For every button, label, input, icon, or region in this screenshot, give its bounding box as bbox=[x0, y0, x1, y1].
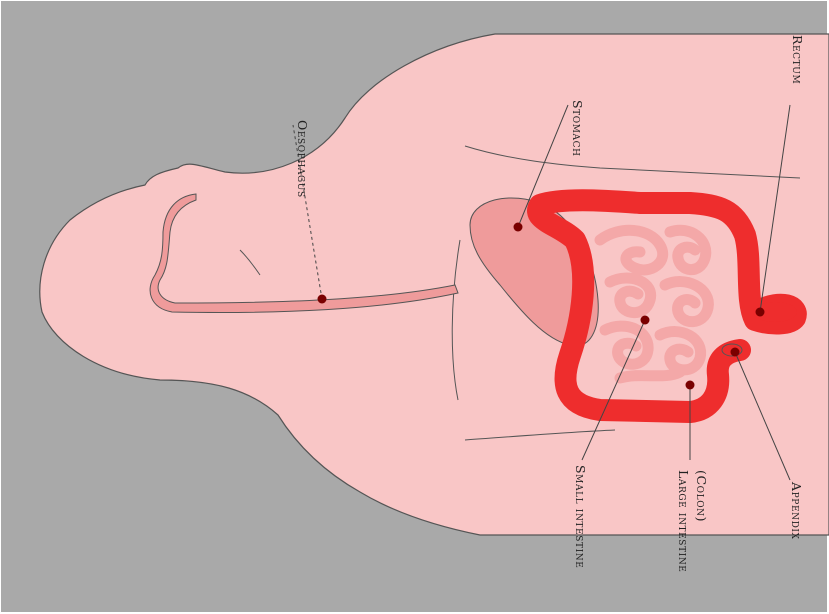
marker-stomach bbox=[514, 223, 523, 232]
label-large-intestine-line1: Large intestine bbox=[676, 470, 691, 572]
marker-rectum bbox=[756, 308, 765, 317]
label-rectum: Rectum bbox=[790, 35, 805, 84]
marker-oesophagus bbox=[318, 295, 327, 304]
label-large-intestine-line2: (Colon) bbox=[694, 470, 709, 522]
label-small-intestine: Small intestine bbox=[573, 465, 588, 568]
marker-appendix bbox=[731, 348, 740, 357]
label-stomach: Stomach bbox=[570, 100, 585, 157]
marker-large-intestine bbox=[686, 381, 695, 390]
label-oesophagus: Oesophagus bbox=[295, 120, 310, 198]
label-appendix: Appendix bbox=[789, 481, 804, 540]
marker-small-intestine bbox=[641, 316, 650, 325]
